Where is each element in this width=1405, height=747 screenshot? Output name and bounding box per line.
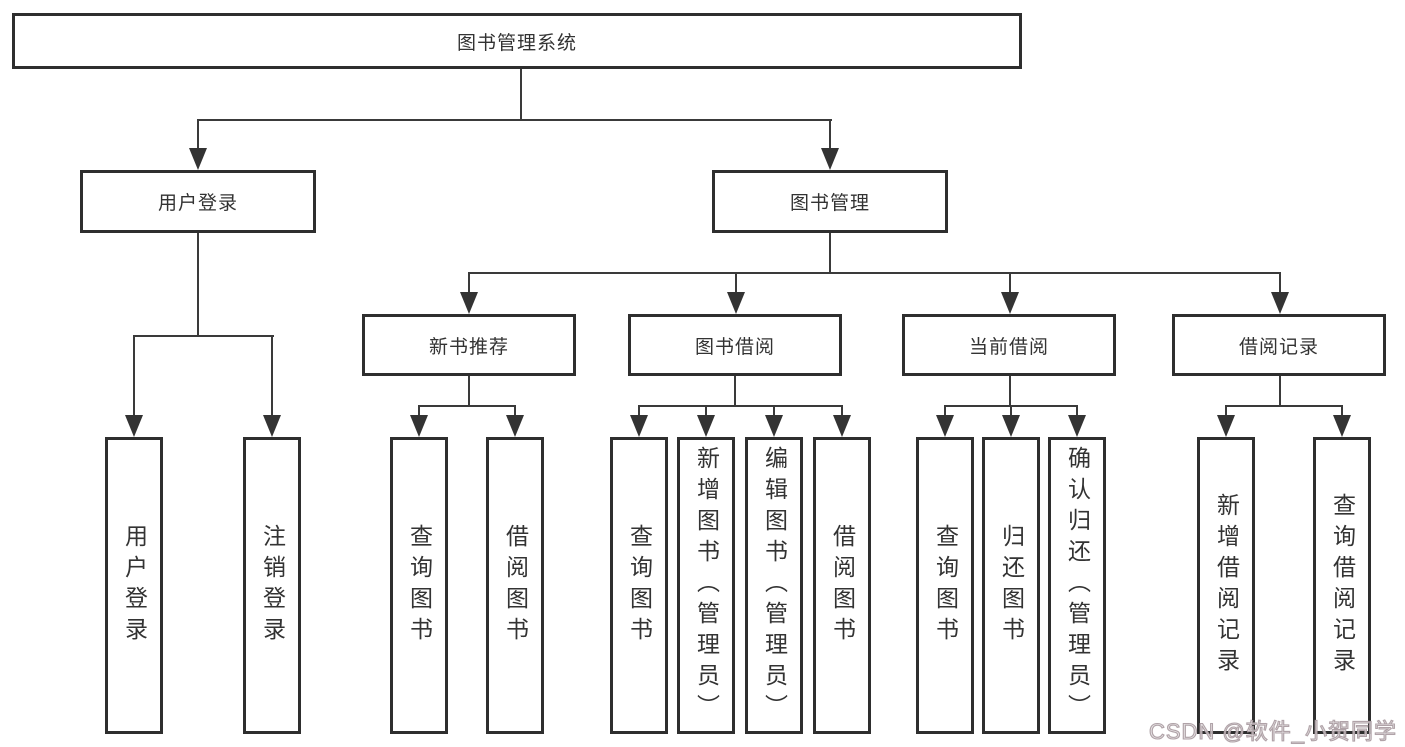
connector-stem	[705, 405, 707, 417]
leaf-borrow-books-recommend: 借阅图书	[486, 437, 544, 734]
connector-group-drop	[1279, 376, 1281, 407]
connector-bookmgmt-drop	[829, 233, 831, 274]
node-user-login: 用户登录	[80, 170, 316, 233]
connector-stem	[735, 272, 737, 293]
node-root-system: 图书管理系统	[12, 13, 1022, 69]
connector-stem	[271, 335, 273, 417]
connector-root-bus	[197, 119, 832, 121]
connector-group-bus	[1225, 405, 1343, 407]
arrow-down-icon	[1217, 415, 1235, 437]
arrow-down-icon	[263, 415, 281, 437]
leaf-logout: 注销登录	[243, 437, 301, 734]
arrow-down-icon	[506, 415, 524, 437]
connector-stem	[638, 405, 640, 417]
node-current-borrow: 当前借阅	[902, 314, 1116, 376]
leaf-return-books: 归还图书	[982, 437, 1040, 734]
node-borrow-records: 借阅记录	[1172, 314, 1386, 376]
arrow-down-icon	[833, 415, 851, 437]
connector-userlogin-drop	[197, 233, 199, 337]
leaf-query-books-borrow: 查询图书	[610, 437, 668, 734]
leaf-edit-book-admin: 编辑图书（管理员）	[745, 437, 803, 734]
leaf-borrow-books: 借阅图书	[813, 437, 871, 734]
arrow-down-icon	[821, 148, 839, 170]
connector-stem	[418, 405, 420, 417]
arrow-down-icon	[630, 415, 648, 437]
connector-group-bus	[638, 405, 843, 407]
node-book-management: 图书管理	[712, 170, 948, 233]
connector-stem	[773, 405, 775, 417]
node-book-borrow: 图书借阅	[628, 314, 842, 376]
leaf-confirm-return-admin: 确认归还（管理员）	[1048, 437, 1106, 734]
arrow-down-icon	[125, 415, 143, 437]
leaf-query-books-recommend: 查询图书	[390, 437, 448, 734]
leaf-user-login: 用户登录	[105, 437, 163, 734]
connector-stem	[1009, 272, 1011, 293]
connector-root-drop	[520, 69, 522, 120]
arrow-down-icon	[1333, 415, 1351, 437]
arrow-down-icon	[727, 292, 745, 314]
connector-bookmgmt-bus	[468, 272, 1281, 274]
connector-stem-book-mgmt	[829, 119, 831, 149]
connector-stem-user-login	[197, 119, 199, 149]
arrow-down-icon	[697, 415, 715, 437]
leaf-query-books-current: 查询图书	[916, 437, 974, 734]
connector-stem	[1076, 405, 1078, 417]
leaf-add-borrow-record: 新增借阅记录	[1197, 437, 1255, 734]
leaf-query-borrow-record: 查询借阅记录	[1313, 437, 1371, 734]
arrow-down-icon	[936, 415, 954, 437]
arrow-down-icon	[1001, 292, 1019, 314]
connector-userlogin-bus	[133, 335, 274, 337]
arrow-down-icon	[410, 415, 428, 437]
arrow-down-icon	[1002, 415, 1020, 437]
connector-group-drop	[468, 376, 470, 407]
connector-stem	[1341, 405, 1343, 417]
arrow-down-icon	[1271, 292, 1289, 314]
connector-stem	[514, 405, 516, 417]
connector-group-bus	[419, 405, 516, 407]
connector-stem	[1010, 405, 1012, 417]
connector-stem	[841, 405, 843, 417]
arrow-down-icon	[765, 415, 783, 437]
arrow-down-icon	[1068, 415, 1086, 437]
connector-stem	[944, 405, 946, 417]
connector-stem	[1225, 405, 1227, 417]
connector-group-drop	[734, 376, 736, 407]
connector-stem	[1279, 272, 1281, 293]
csdn-watermark: CSDN @软件_小贺同学	[1148, 718, 1397, 744]
arrow-down-icon	[460, 292, 478, 314]
connector-group-drop	[1009, 376, 1011, 407]
node-new-book-recommend: 新书推荐	[362, 314, 576, 376]
connector-stem	[468, 272, 470, 293]
arrow-down-icon	[189, 148, 207, 170]
connector-stem	[133, 335, 135, 417]
leaf-add-book-admin: 新增图书（管理员）	[677, 437, 735, 734]
